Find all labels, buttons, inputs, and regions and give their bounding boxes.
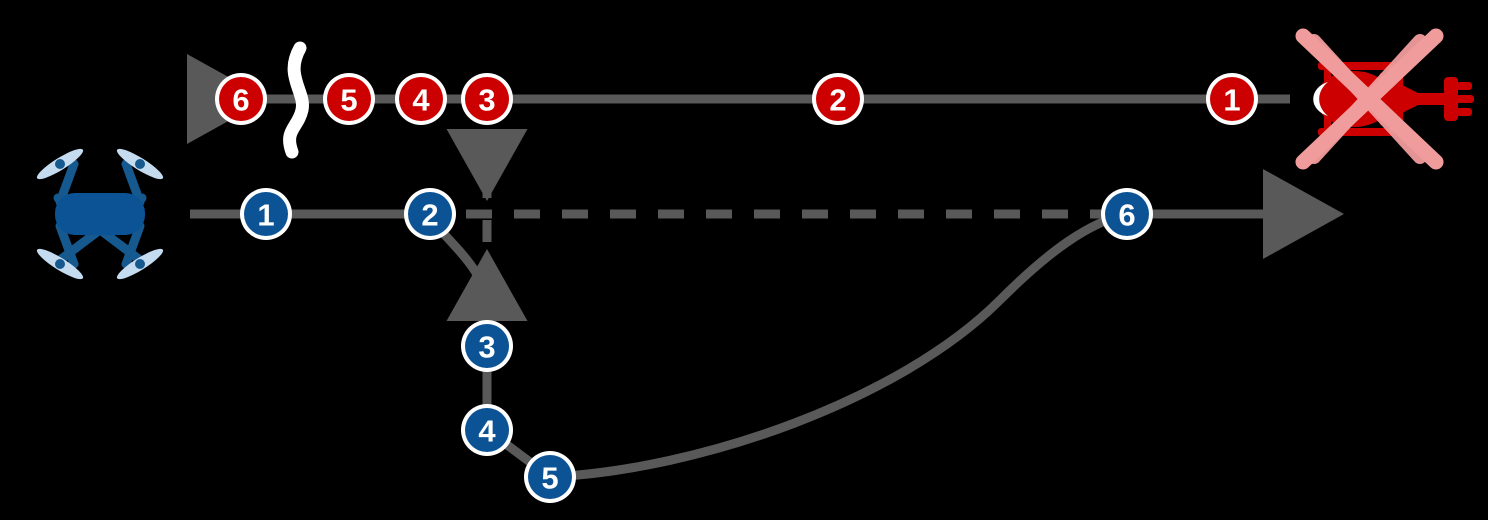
drone-node-3[interactable]: 3 [461, 320, 513, 372]
crossed-out-x-icon [1295, 28, 1444, 170]
helicopter-icon [1295, 28, 1474, 170]
drone-node-5[interactable]: 5 [524, 451, 576, 503]
connectors-group [446, 129, 1105, 330]
helicopter-node-1[interactable]: 1 [1206, 73, 1258, 125]
path-break-mark-icon [283, 41, 309, 159]
drone-node-1[interactable]: 1 [240, 188, 292, 240]
avoidance-descent-arrow [440, 230, 528, 322]
helicopter-node-3[interactable]: 3 [461, 73, 513, 125]
drone-path-group [190, 169, 1344, 482]
drone-node-6[interactable]: 6 [1101, 188, 1153, 240]
helicopter-node-2[interactable]: 2 [812, 73, 864, 125]
drone-body [55, 193, 145, 235]
quadcopter-drone-icon [36, 148, 164, 280]
helicopter-node-6[interactable]: 6 [215, 73, 267, 125]
drone-node-2[interactable]: 2 [404, 188, 456, 240]
helicopter-node-4[interactable]: 4 [395, 73, 447, 125]
helicopter-node-5[interactable]: 5 [323, 73, 375, 125]
drone-node-4[interactable]: 4 [461, 404, 513, 456]
drone-waypoint-nodes: 1 2 3 4 5 [240, 188, 1153, 503]
drone-path-climb-curve [549, 209, 1129, 482]
